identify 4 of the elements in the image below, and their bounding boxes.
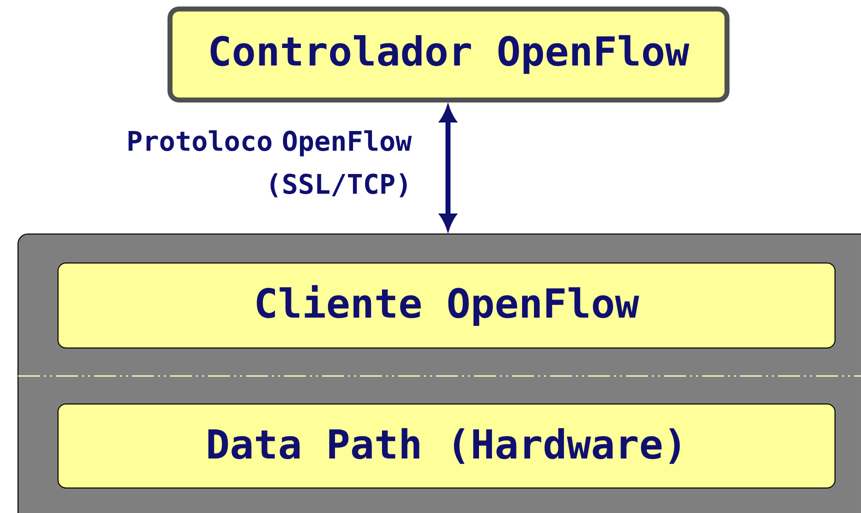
- controller-box: Controlador OpenFlow: [168, 6, 730, 102]
- client-box: Cliente OpenFlow: [58, 262, 836, 348]
- edge-label: Protoloco OpenFlow (SSL/TCP): [128, 130, 412, 198]
- datapath-box: Data Path (Hardware): [58, 403, 836, 488]
